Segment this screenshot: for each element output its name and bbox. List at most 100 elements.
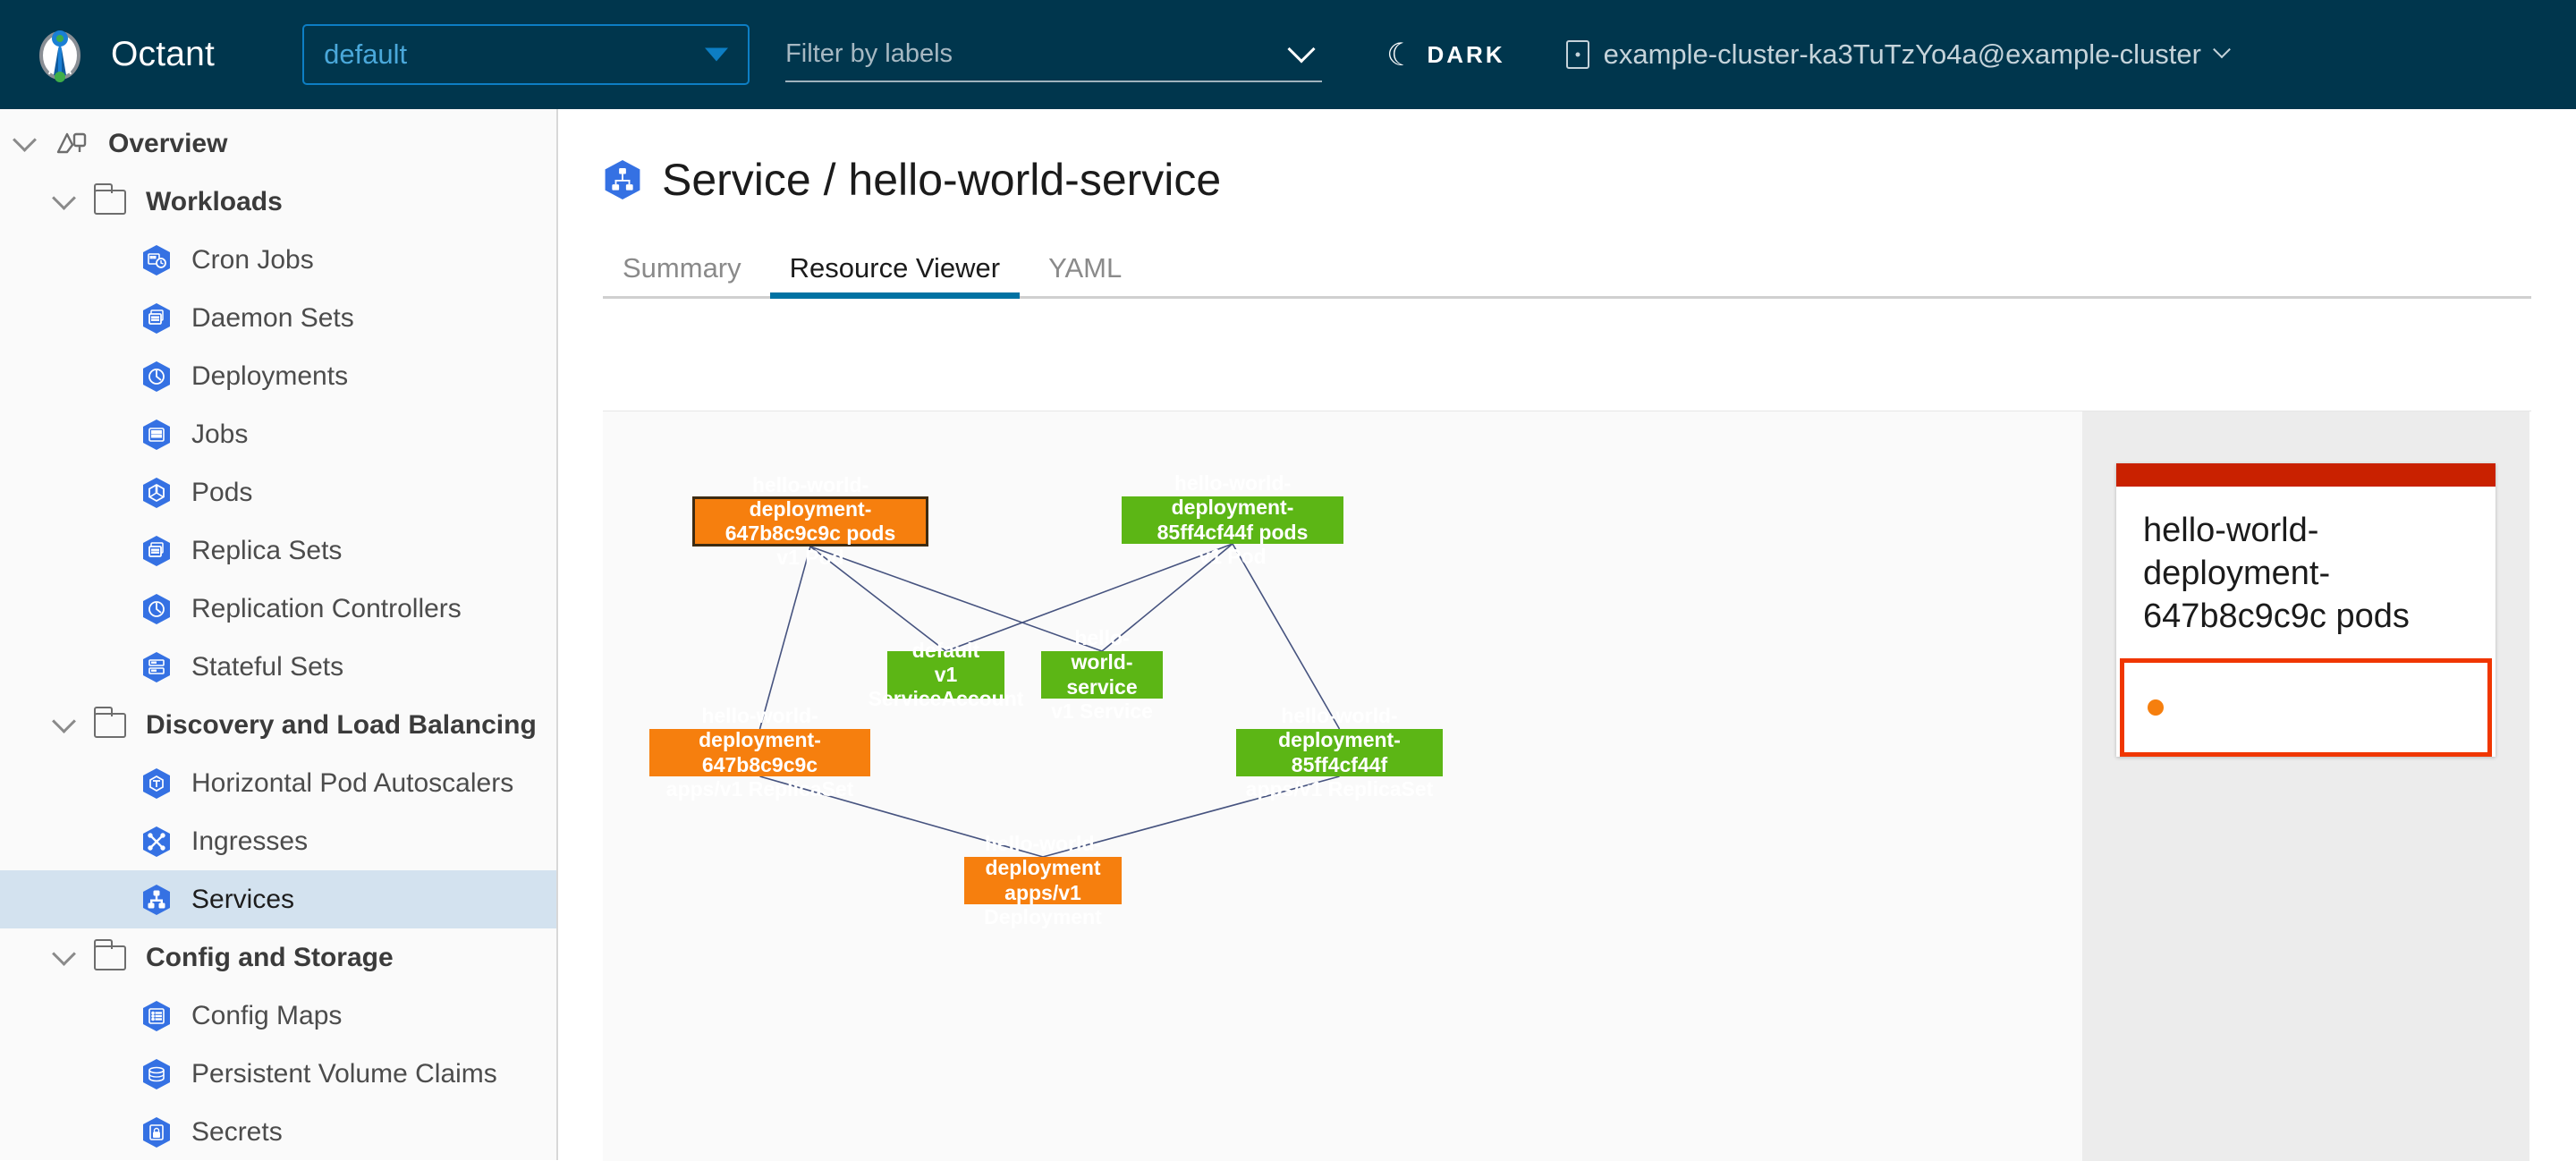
main-content: Service / hello-world-service Summary Res… [560,109,2576,1161]
chevron-down-icon[interactable] [52,709,76,733]
sidebar-item-pods[interactable]: Pods [0,463,556,521]
sidebar-item-label: Workloads [146,186,283,216]
chevron-down-icon[interactable] [13,128,37,152]
label-filter-placeholder: Filter by labels [785,38,953,68]
deployment-icon [141,360,172,393]
label-filter-input[interactable]: Filter by labels [785,27,1323,82]
sidebar-item-jobs[interactable]: Jobs [0,405,556,463]
caret-down-icon [705,47,729,62]
detail-card-status-section[interactable] [2120,657,2492,757]
sidebar-item-label: Jobs [191,419,249,449]
sidebar-item-horizontal-pod-autoscalers[interactable]: Horizontal Pod Autoscalers [0,754,556,812]
tab-yaml[interactable]: YAML [1048,252,1123,284]
sidebar-item-daemon-sets[interactable]: Daemon Sets [0,289,556,347]
sidebar-item-label: Overview [108,128,228,158]
chevron-down-icon[interactable] [1287,35,1316,64]
theme-toggle-dark[interactable]: ☾ DARK [1386,39,1505,71]
detail-side-panel: hello-world-deployment-647b8c9c9c pods [2082,411,2529,1161]
statefulset-icon [141,651,172,683]
status-dot-icon [2148,699,2164,716]
sidebar-item-replication-controllers[interactable]: Replication Controllers [0,580,556,638]
sidebar-item-label: Persistent Volume Claims [191,1058,497,1089]
graph-node-kind: v1 Pod [1199,544,1267,568]
sidebar-item-stateful-sets[interactable]: Stateful Sets [0,638,556,696]
folder-icon [93,182,126,215]
octant-logo-icon [32,27,88,82]
sidebar-item-services[interactable]: Services [0,870,556,928]
graph-node-name: hello-world-deployment-647b8c9c9c pods [724,472,896,545]
folder-icon [93,938,126,970]
graph-node-name: hello-world-service [1066,626,1138,699]
detail-card-accent-bar [2116,463,2496,487]
chevron-down-icon[interactable] [52,942,76,966]
graph-edge [759,775,1044,858]
chevron-down-icon[interactable] [52,186,76,210]
job-icon [141,419,172,451]
sidebar-item-label: Secrets [191,1116,283,1147]
sidebar-item-discovery-and-load-balancing[interactable]: Discovery and Load Balancing [0,696,556,754]
secret-icon [141,1116,172,1148]
graph-edge [809,546,1103,652]
overview-icon [55,129,89,159]
graph-node-name: hello-world-deployment-85ff4cf44f [1278,704,1401,776]
graph-node-kind: apps/v1 Deployment [984,880,1102,928]
sidebar-item-label: Config and Storage [146,942,394,972]
cronjob-icon [141,244,172,276]
tab-bar[interactable]: Summary Resource Viewer YAML [603,240,2531,299]
daemonset-icon [141,302,172,335]
sidebar-item-label: Services [191,884,295,914]
sidebar-item-label: Ingresses [191,826,309,856]
graph-node-kind: apps/v1 ReplicaSet [665,776,854,801]
sidebar-item-workloads[interactable]: Workloads [0,173,556,231]
replicationcontroller-icon [141,593,172,625]
sidebar-item-label: Horizontal Pod Autoscalers [191,767,514,798]
sidebar-item-config-and-storage[interactable]: Config and Storage [0,928,556,987]
configmap-icon [141,1000,172,1032]
sidebar-item-label: Cron Jobs [191,244,314,275]
graph-edge [758,546,811,730]
graph-edge [1232,543,1341,730]
chevron-down-icon [2213,40,2231,59]
ingress-icon [141,826,172,858]
graph-node-kind: v1 Pod [776,546,844,570]
sidebar-item-label: Config Maps [191,1000,343,1030]
sidebar-item-config-maps[interactable]: Config Maps [0,987,556,1045]
sidebar-item-cron-jobs[interactable]: Cron Jobs [0,231,556,289]
detail-card-title: hello-world-deployment-647b8c9c9c pods [2143,512,2410,635]
brand[interactable]: Octant [32,27,215,82]
page-title: Service / hello-world-service [662,155,1222,205]
tab-resource-viewer[interactable]: Resource Viewer [769,252,1021,299]
replicaset-icon [141,535,172,567]
pvc-icon [141,1058,172,1090]
sidebar-item-secrets[interactable]: Secrets [0,1103,556,1160]
cluster-label: example-cluster-ka3TuTzYo4a@example-clus… [1603,38,2201,70]
cluster-picker[interactable]: example-cluster-ka3TuTzYo4a@example-clus… [1565,38,2231,71]
service-icon [141,884,172,916]
sidebar-item-replica-sets[interactable]: Replica Sets [0,521,556,580]
sidebar-item-persistent-volume-claims[interactable]: Persistent Volume Claims [0,1045,556,1103]
namespace-selector[interactable]: default [302,24,750,85]
theme-toggle-label: DARK [1427,40,1505,68]
sidebar-item-label: Deployments [191,360,349,391]
tab-summary[interactable]: Summary [623,252,741,284]
pod-icon [141,477,172,509]
cluster-icon [1565,40,1589,69]
sidebar-item-deployments[interactable]: Deployments [0,347,556,405]
detail-card[interactable]: hello-world-deployment-647b8c9c9c pods [2116,463,2496,757]
graph-node-name: hello-world-deployment-647b8c9c9c [699,704,821,776]
hpa-icon [141,767,172,800]
sidebar-item-ingresses[interactable]: Ingresses [0,812,556,870]
app-header: Octant default Filter by labels ☾ DARK e… [0,0,2576,109]
sidebar-item-overview[interactable]: Overview [0,114,556,173]
graph-node-name: default [911,638,980,662]
